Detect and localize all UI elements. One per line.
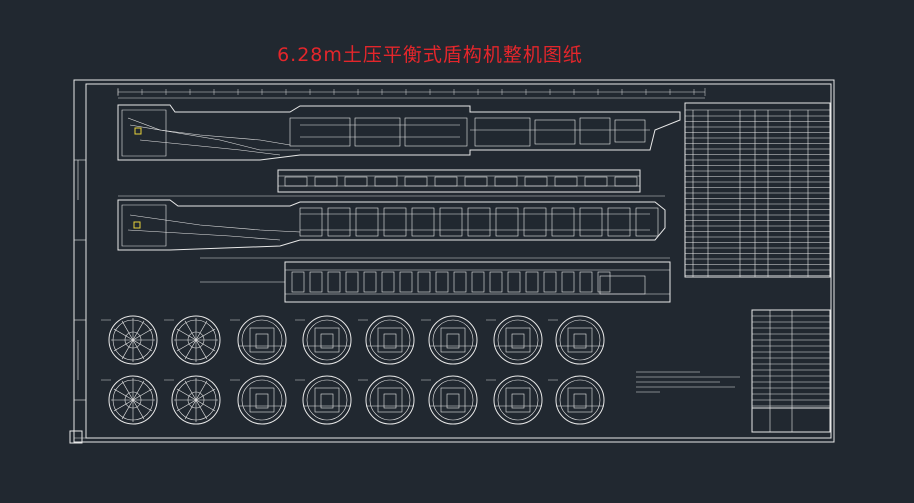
section-view [164,315,221,365]
backup-gantry-strip [277,169,641,193]
title-block [751,309,831,433]
cross-sections [101,315,605,425]
section-view [164,375,221,425]
section-view [548,375,605,425]
section-view [101,375,158,425]
parts-list-table [684,102,831,278]
section-view [548,315,605,365]
plan-view [200,257,671,303]
section-view [295,375,352,425]
section-view [101,315,158,365]
drawing-title: 6.28m土压平衡式盾构机整机图纸 [277,44,583,66]
section-view [230,375,287,425]
section-view [421,375,478,425]
main-elevation-lower [117,195,666,251]
section-view [486,315,543,365]
main-elevation-upper [117,88,706,161]
section-view [421,315,478,365]
section-view [295,315,352,365]
section-view [358,315,415,365]
technical-notes [636,371,740,393]
section-view [358,375,415,425]
section-view [230,315,287,365]
section-view [486,375,543,425]
